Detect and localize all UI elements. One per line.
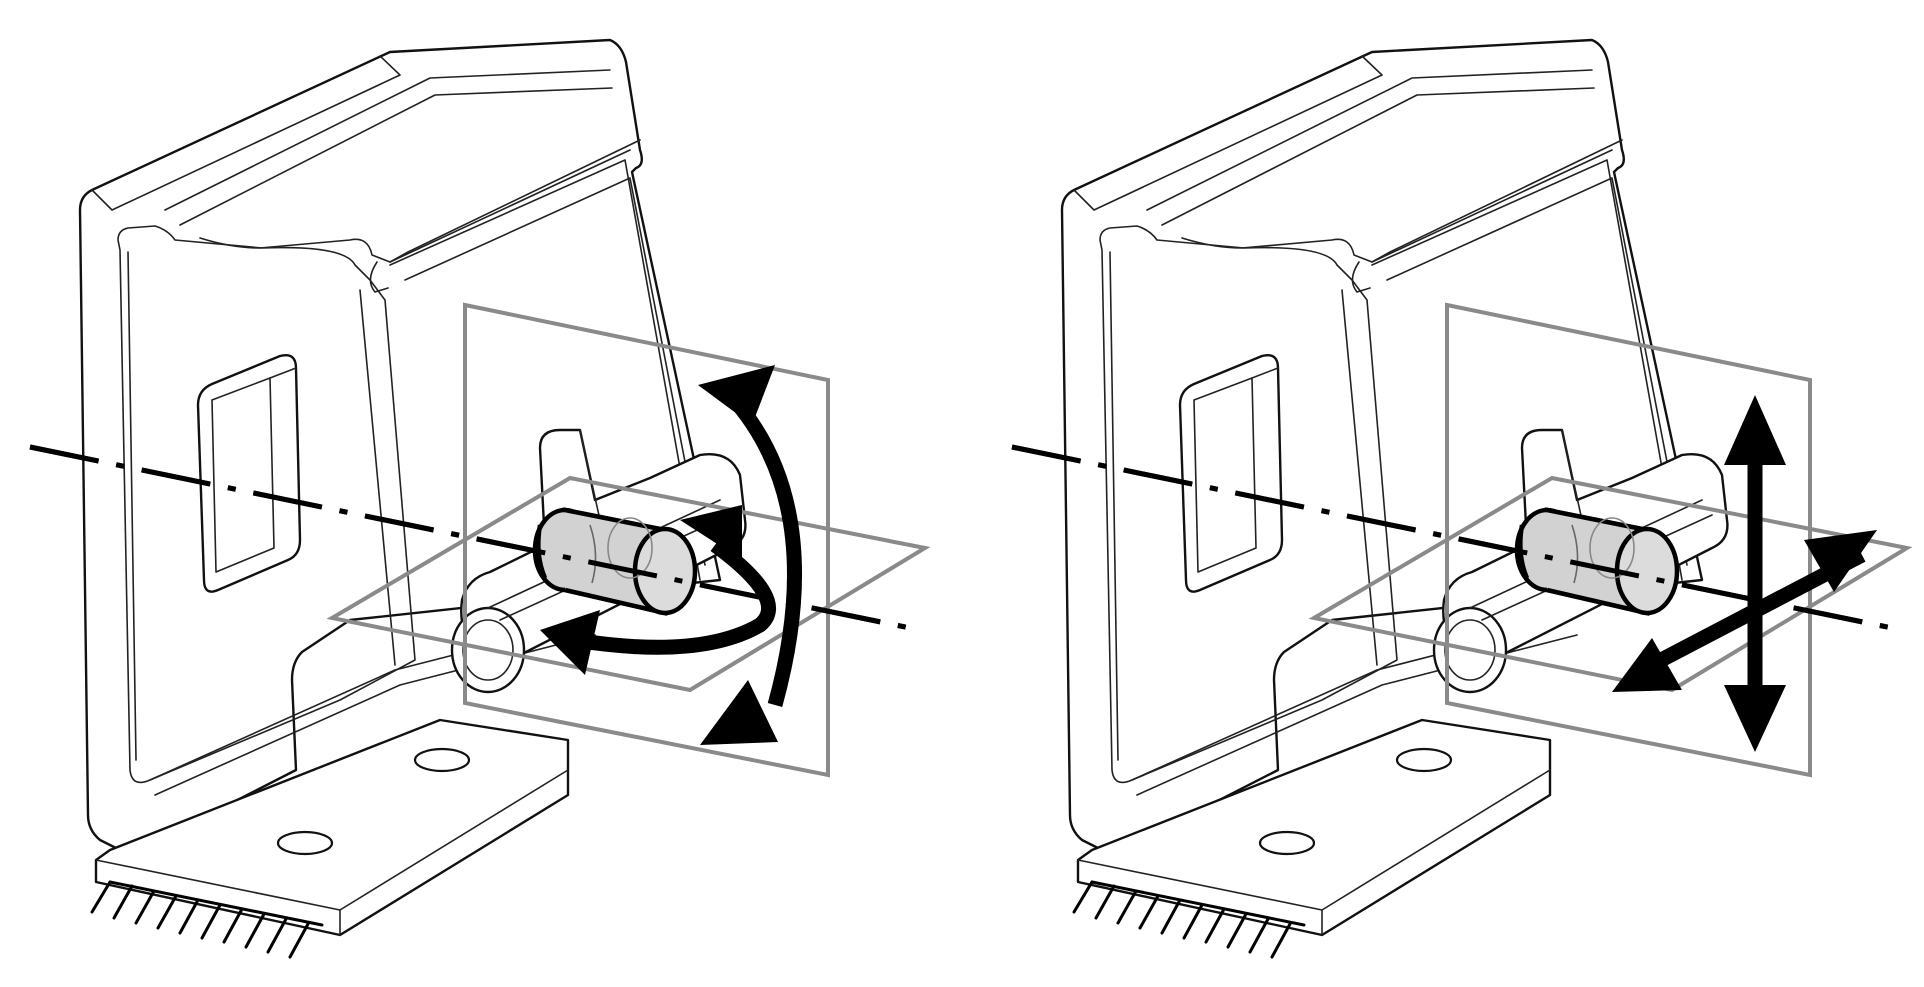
horizontal-rotation-arrow-head-left xyxy=(540,610,600,675)
horizontal-rotation-arrow-arc xyxy=(573,538,777,655)
translation-axis-right xyxy=(1011,444,1893,631)
vertical-rotation-arrow-head-bottom xyxy=(700,680,778,745)
right-panel-translation xyxy=(1012,40,1907,957)
vertical-translation-arrow-head-up xyxy=(1724,395,1786,465)
vertical-rotation-arrow-head-top xyxy=(698,365,775,425)
left-panel-rotation xyxy=(30,40,925,957)
vertical-rotation-arrow-arc xyxy=(724,389,802,707)
diagonal-translation-arrow-head-right xyxy=(1804,530,1877,592)
diagonal-translation-arrow-head-left xyxy=(1612,638,1682,692)
horizontal-rotation-arrow-head-top xyxy=(680,505,742,560)
bracket-assembly-right xyxy=(1012,40,1907,957)
vertical-translation-arrow-head-down xyxy=(1724,685,1786,752)
